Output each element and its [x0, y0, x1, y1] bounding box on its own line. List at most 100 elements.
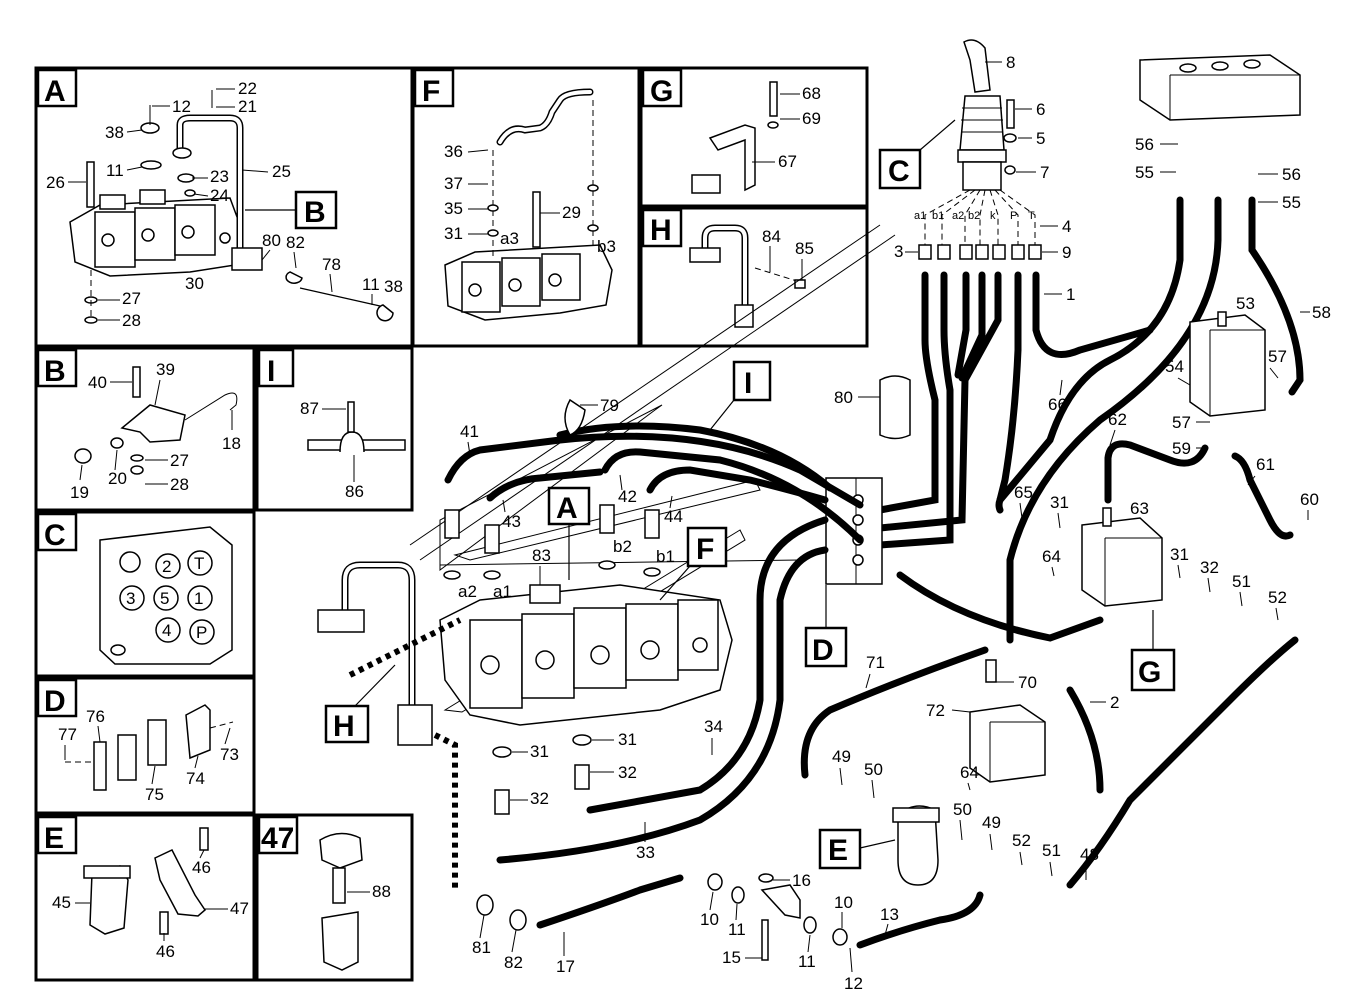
- svg-text:66: 66: [1048, 395, 1067, 414]
- svg-text:20: 20: [108, 469, 127, 488]
- svg-text:A: A: [556, 492, 578, 525]
- svg-text:56: 56: [1135, 135, 1154, 154]
- svg-text:23: 23: [210, 167, 229, 186]
- port-k: k: [990, 210, 996, 222]
- valve-port-b1: b1: [656, 547, 675, 566]
- svg-text:82: 82: [286, 233, 305, 252]
- svg-text:83: 83: [532, 546, 551, 565]
- panel-d: D 76 77 73 75 74: [34, 676, 256, 815]
- panel-a-letter: A: [44, 75, 66, 108]
- main-control-valve: [439, 584, 733, 726]
- panel-b-letter: B: [44, 355, 66, 388]
- svg-text:87: 87: [300, 399, 319, 418]
- valve-block-72: [969, 659, 1046, 783]
- svg-text:1: 1: [194, 589, 203, 608]
- svg-text:84: 84: [762, 227, 781, 246]
- svg-text:39: 39: [156, 360, 175, 379]
- panel-a: A 22 21 12 38: [34, 66, 414, 348]
- svg-text:82: 82: [504, 953, 523, 972]
- port-a3: a3: [500, 229, 519, 248]
- svg-text:47: 47: [230, 899, 249, 918]
- svg-text:12: 12: [172, 97, 191, 116]
- connector-pin-1: 1: [187, 585, 213, 611]
- svg-text:71: 71: [866, 653, 885, 672]
- svg-text:37: 37: [444, 174, 463, 193]
- tag-c: C: [878, 119, 956, 190]
- svg-text:26: 26: [46, 173, 65, 192]
- svg-text:D: D: [812, 634, 834, 667]
- tag-g: G: [1130, 610, 1176, 692]
- svg-text:12: 12: [844, 974, 863, 993]
- panel-g-letter: G: [650, 75, 673, 108]
- valve-block-top: [1139, 54, 1301, 121]
- connector-pin-2: 2: [155, 553, 181, 579]
- svg-text:80: 80: [834, 388, 853, 407]
- svg-text:73: 73: [220, 745, 239, 764]
- svg-text:51: 51: [1042, 841, 1061, 860]
- svg-text:6: 6: [1036, 100, 1045, 119]
- svg-text:T: T: [194, 554, 204, 573]
- svg-text:59: 59: [1172, 439, 1191, 458]
- svg-text:44: 44: [664, 507, 683, 526]
- tag-b: B: [245, 190, 338, 230]
- svg-text:46: 46: [192, 858, 211, 877]
- svg-text:5: 5: [160, 589, 169, 608]
- svg-text:40: 40: [88, 373, 107, 392]
- svg-text:75: 75: [145, 785, 164, 804]
- svg-text:11: 11: [106, 161, 124, 180]
- svg-text:25: 25: [272, 162, 291, 181]
- svg-text:F: F: [696, 533, 714, 566]
- panel-g: G 68 69 67: [639, 66, 869, 208]
- svg-text:51: 51: [1232, 572, 1251, 591]
- port-a1: a1: [914, 210, 926, 222]
- svg-text:I: I: [744, 367, 752, 400]
- svg-text:79: 79: [600, 396, 619, 415]
- svg-text:21: 21: [238, 97, 257, 116]
- fittings-row: [918, 244, 1042, 260]
- svg-text:67: 67: [778, 152, 797, 171]
- svg-text:56: 56: [1282, 165, 1301, 184]
- svg-text:46: 46: [156, 942, 175, 961]
- svg-text:50: 50: [864, 760, 883, 779]
- svg-text:49: 49: [982, 813, 1001, 832]
- tag-h: H: [324, 664, 396, 744]
- svg-text:1: 1: [1066, 285, 1075, 304]
- svg-text:53: 53: [1236, 294, 1255, 313]
- svg-text:86: 86: [345, 482, 364, 501]
- valve-port-a1: a1: [493, 582, 512, 601]
- tag-i: I: [709, 360, 772, 431]
- svg-text:5: 5: [1036, 129, 1045, 148]
- svg-text:3: 3: [126, 589, 135, 608]
- svg-text:17: 17: [556, 957, 575, 976]
- port-b3: b3: [597, 237, 616, 256]
- svg-text:9: 9: [1062, 243, 1071, 262]
- svg-text:8: 8: [1006, 53, 1015, 72]
- svg-text:48: 48: [1080, 845, 1099, 864]
- panel-i-letter: I: [267, 355, 275, 388]
- filter-e: [892, 805, 940, 886]
- panel-i: I 87 86: [255, 346, 414, 512]
- port-t: T: [1028, 210, 1035, 222]
- svg-text:88: 88: [372, 882, 391, 901]
- svg-text:62: 62: [1108, 410, 1127, 429]
- svg-text:74: 74: [186, 769, 205, 788]
- svg-text:76: 76: [86, 707, 105, 726]
- control-valve-f: [444, 244, 613, 321]
- svg-text:27: 27: [170, 451, 189, 470]
- svg-text:15: 15: [722, 948, 741, 967]
- svg-text:C: C: [888, 155, 910, 188]
- svg-text:G: G: [1138, 656, 1161, 689]
- connector-pin-3: 3: [119, 585, 145, 611]
- valve-port-a2: a2: [458, 582, 477, 601]
- svg-text:41: 41: [460, 422, 479, 441]
- svg-text:55: 55: [1135, 163, 1154, 182]
- panel-d-letter: D: [44, 685, 66, 718]
- svg-text:33: 33: [636, 843, 655, 862]
- svg-text:11: 11: [798, 952, 816, 971]
- svg-text:28: 28: [122, 311, 141, 330]
- panel-h-letter: H: [650, 214, 672, 247]
- svg-text:54: 54: [1165, 357, 1184, 376]
- svg-text:57: 57: [1268, 347, 1287, 366]
- control-valve-a: [69, 189, 241, 277]
